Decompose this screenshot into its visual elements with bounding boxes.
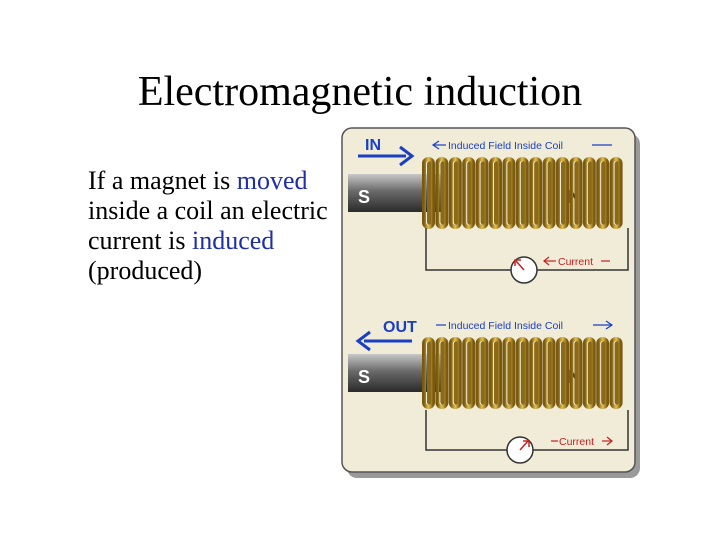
field-arrowhead-right-icon (605, 320, 614, 330)
bottom-needle-head-icon (523, 440, 530, 447)
slide-body: If a magnet is moved inside a coil an el… (88, 166, 338, 286)
body-text-2: inside a coil an electric current is (88, 196, 328, 255)
coil-loop (435, 157, 449, 229)
bottom-field-label: Induced Field Inside Coil (448, 320, 563, 332)
highlight-moved: moved (236, 166, 308, 195)
top-current-arrowhead-icon (543, 256, 550, 266)
coil-loop (556, 337, 569, 409)
bottom-coil (422, 337, 623, 409)
coil-loop (422, 337, 435, 409)
top-section: IN Induced Field Inside Coil S N Current (348, 137, 629, 284)
slide-title: Electromagnetic induction (137, 69, 583, 115)
top-field-label: Induced Field Inside Coil (448, 140, 563, 152)
coil-loop (435, 337, 449, 409)
coil-loop (542, 337, 556, 409)
top-needle-head-icon (514, 259, 521, 266)
in-label: IN (365, 137, 381, 154)
coil-loop (475, 337, 489, 409)
bottom-magnet-south: S (358, 367, 370, 387)
top-current-label: Current (558, 256, 593, 268)
coil-loop (502, 337, 516, 409)
coil-loop (448, 337, 462, 409)
out-label: OUT (383, 319, 417, 336)
coil-loop (489, 157, 502, 229)
coil-loop (462, 157, 476, 229)
coil-loop (556, 157, 569, 229)
body-text-1: If a magnet is (88, 166, 237, 195)
coil-loop (596, 157, 610, 229)
coil-loop (422, 157, 435, 229)
highlight-induced: induced (191, 226, 275, 255)
coil-loop (515, 157, 529, 229)
coil-loop (529, 157, 543, 229)
coil-loop (489, 337, 502, 409)
coil-loop (515, 337, 529, 409)
coil-loop (529, 337, 543, 409)
top-needle-icon (515, 260, 525, 271)
coil-loop (569, 157, 583, 229)
coil-loop (582, 337, 596, 409)
in-arrowhead-icon (399, 145, 415, 167)
bottom-section: OUT Induced Field Inside Coil S N Curren… (348, 319, 629, 464)
coil-loop (582, 157, 596, 229)
field-arrowhead-left-icon (431, 140, 440, 150)
body-text-3: (produced) (88, 256, 203, 285)
bottom-needle-icon (519, 440, 529, 451)
coil-loop (502, 157, 516, 229)
coil-loop (475, 157, 489, 229)
coil-loop (542, 157, 556, 229)
coil-loop (569, 337, 583, 409)
coil-loop (609, 157, 623, 229)
top-coil (422, 157, 623, 229)
bottom-current-arrowhead-icon (606, 436, 613, 446)
coil-loop (609, 337, 623, 409)
out-arrowhead-icon (355, 330, 371, 352)
coil-loop (462, 337, 476, 409)
coil-loop (596, 337, 610, 409)
top-magnet-south: S (358, 187, 370, 207)
bottom-current-label: Current (559, 436, 594, 448)
coil-loop (448, 157, 462, 229)
